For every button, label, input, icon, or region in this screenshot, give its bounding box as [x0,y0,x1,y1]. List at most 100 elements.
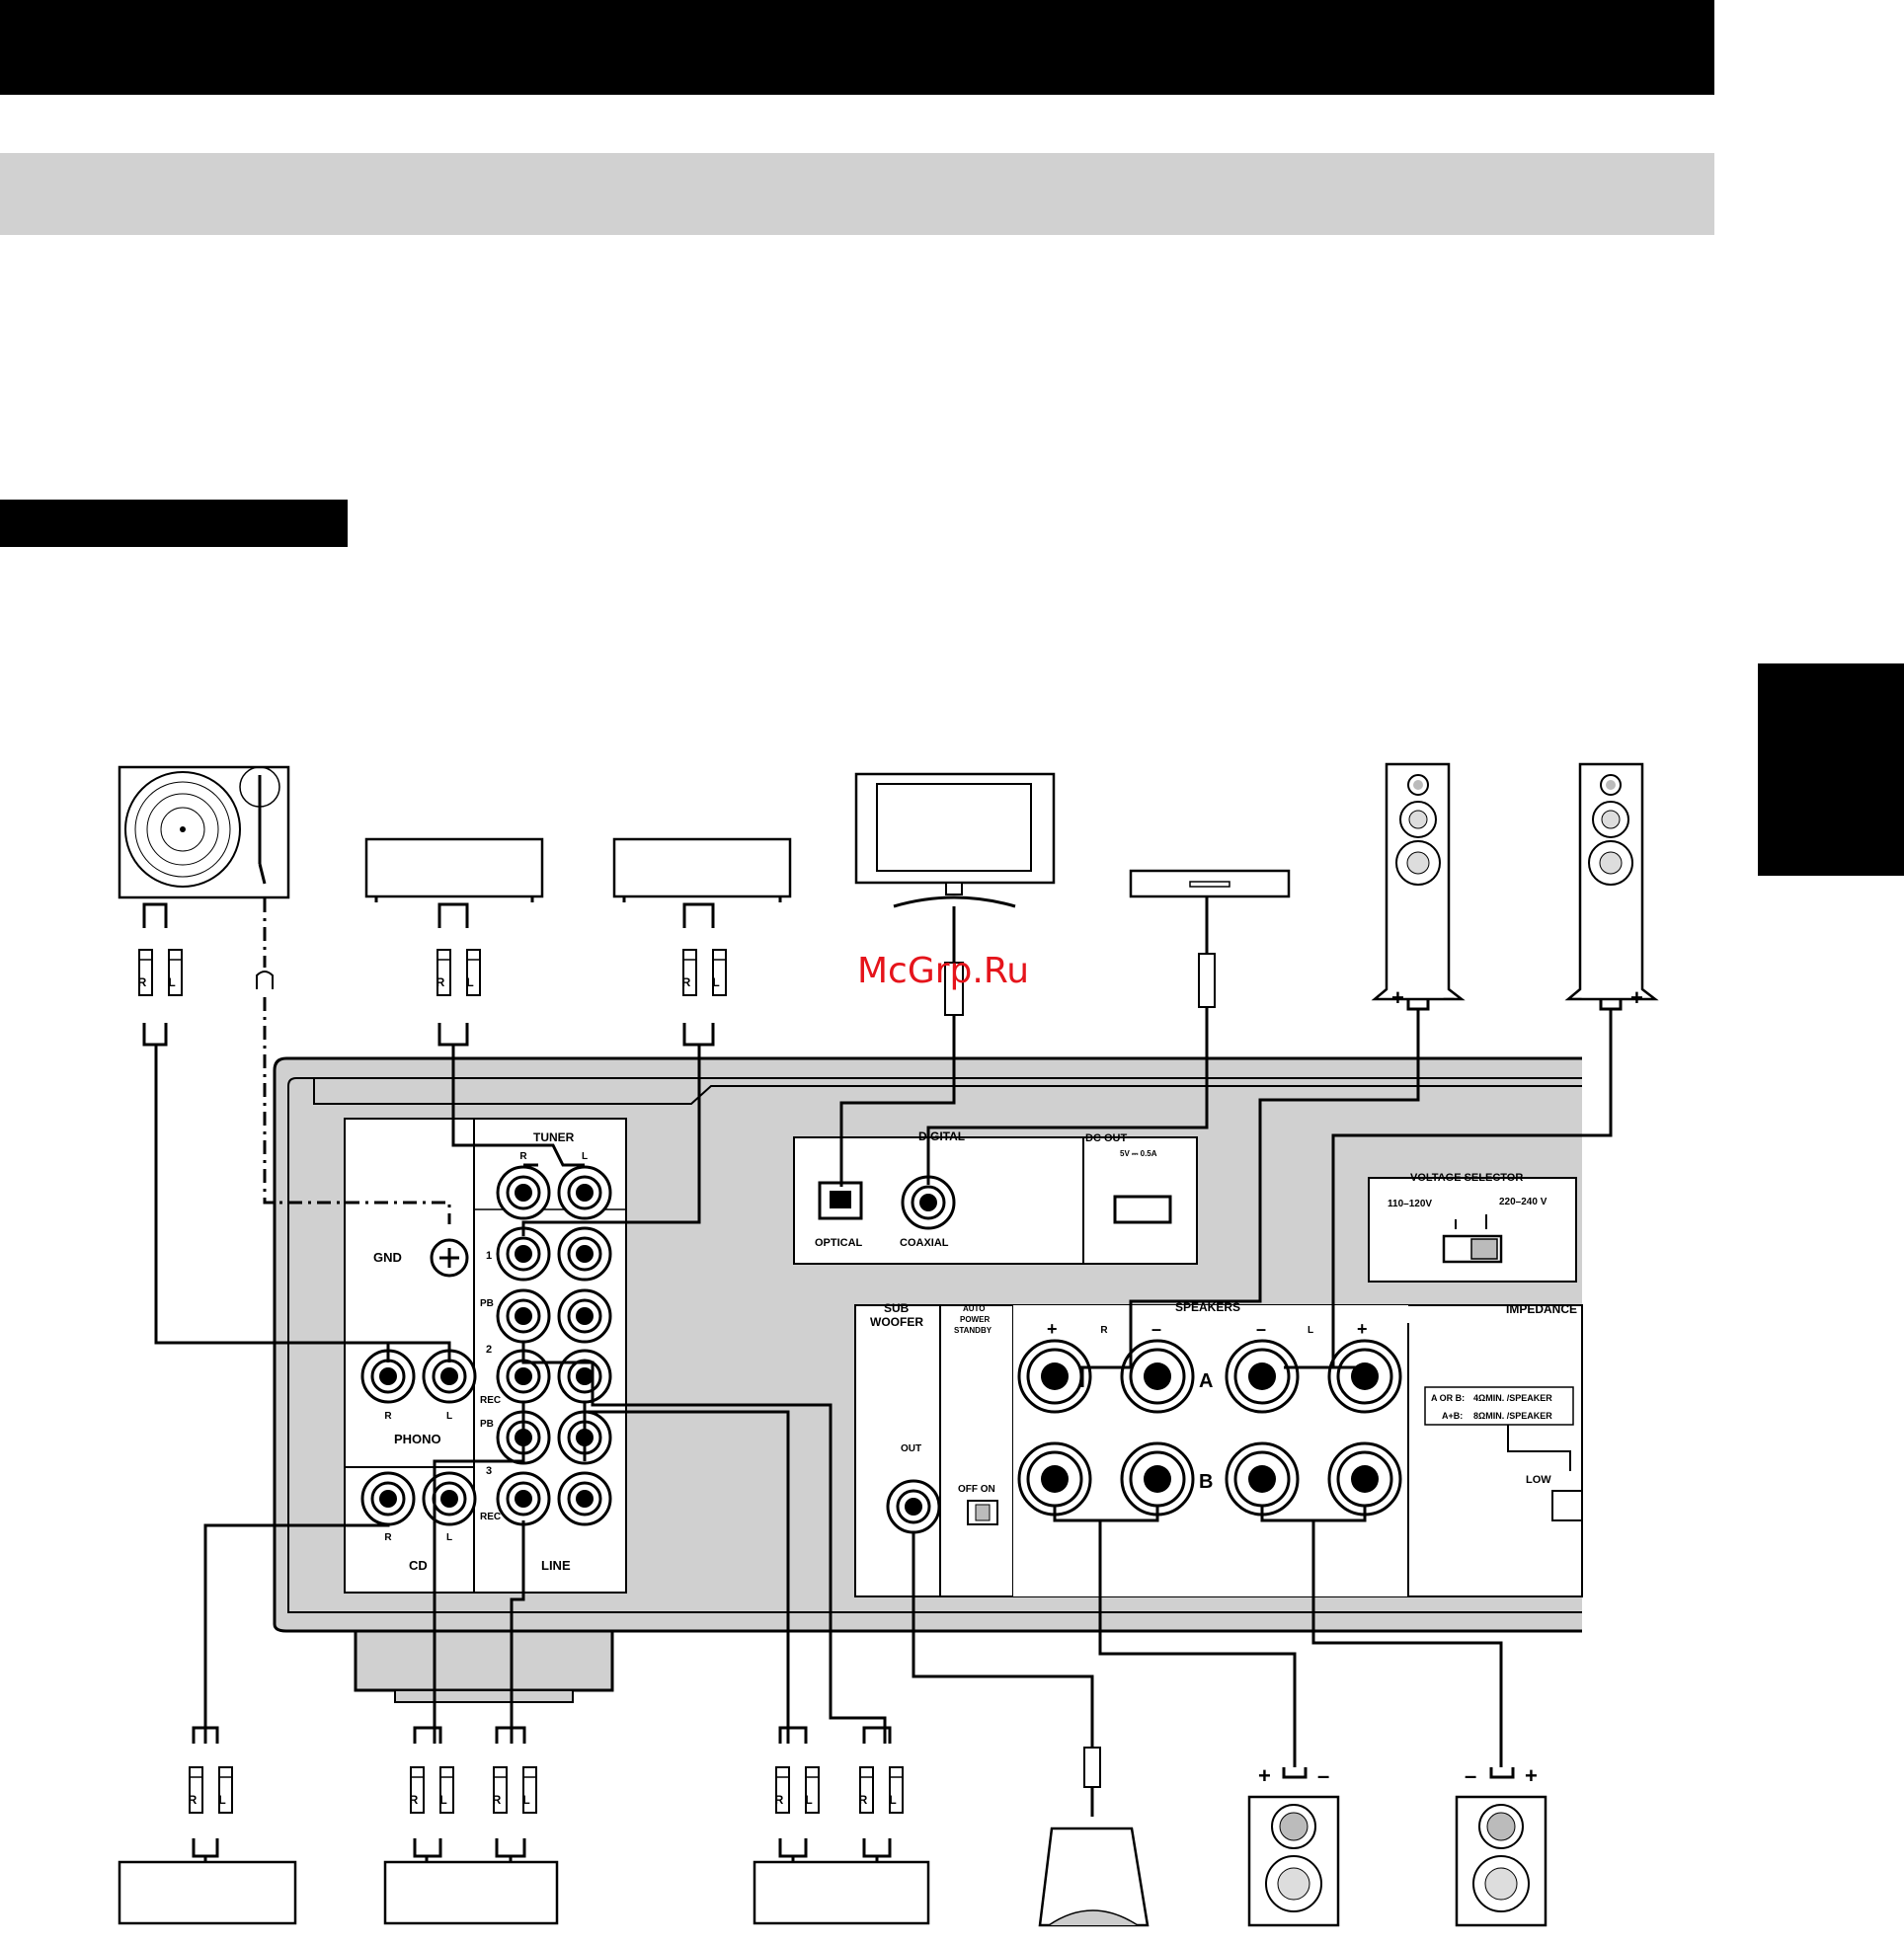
speaker-terminal-b-l-minus[interactable] [1225,1441,1300,1517]
label-woofer: WOOFER [870,1315,923,1329]
label-ar-minus: – [1151,1319,1161,1339]
speaker-terminal-a-r-minus[interactable] [1120,1339,1195,1414]
speaker-terminal-a-l-minus[interactable] [1225,1339,1300,1414]
optical-jack[interactable] [818,1181,863,1220]
jack-cd-r[interactable] [360,1471,416,1526]
spk-fr-minus: – [1443,985,1455,1010]
jack-line3rec-r[interactable] [496,1471,551,1526]
label-sub-out: OUT [901,1443,921,1454]
label-coaxial: COAXIAL [900,1237,949,1249]
svg-text:R: R [410,1793,419,1807]
svg-text:R: R [775,1793,784,1807]
label-low: LOW [1526,1474,1551,1486]
label-standby: STANDBY [954,1326,992,1335]
svg-text:L: L [889,1793,896,1807]
label-line-1: 1 [486,1250,492,1262]
label-impedance: IMPEDANCE [1506,1302,1577,1316]
label-line: LINE [541,1558,571,1573]
label-pb-3: PB [480,1419,494,1430]
label-line-3: 3 [486,1465,492,1477]
label-phono: PHONO [394,1432,441,1446]
rca-plug-line1: R L [682,949,727,996]
svg-text:R: R [859,1793,868,1807]
label-spk-b: B [1199,1471,1213,1493]
jack-tuner-r[interactable] [496,1165,551,1220]
label-ar-plus: + [1047,1319,1058,1339]
rca-plug-line3-pb: R L [859,1766,904,1814]
svg-text:R: R [493,1793,502,1807]
label-cd-r: R [384,1532,392,1543]
subsection-bar [0,500,348,547]
svg-text:L: L [522,1793,529,1807]
gnd-plug-icon [256,971,274,989]
speaker-terminal-a-l-plus[interactable] [1327,1339,1402,1414]
cables [142,896,1623,1862]
spk-sl-plus: + [1525,1763,1538,1788]
speaker-terminal-b-r-plus[interactable] [1017,1441,1092,1517]
spk-sr-minus: – [1317,1763,1329,1788]
jack-line2pb-l[interactable] [557,1288,612,1344]
spk-fr-plus: + [1391,985,1404,1010]
rca-plug-line2-rec: R L [410,1766,454,1814]
label-spk-a: A [1199,1370,1213,1392]
chapter-side-tab [1758,663,1904,876]
jack-subwoofer-out[interactable] [886,1479,941,1534]
label-optical: OPTICAL [815,1237,863,1249]
line1-device-icon [612,837,792,902]
tuner-device-icon [364,837,544,902]
label-cd-l: L [446,1532,452,1543]
label-gnd: GND [373,1250,402,1265]
gnd-terminal-icon[interactable] [430,1238,469,1278]
speaker-terminal-a-r-plus[interactable] [1017,1339,1092,1414]
label-voltage-selector: VOLTAGE SELECTOR [1410,1172,1523,1184]
label-rec-2: REC [480,1395,501,1406]
label-line-2: 2 [486,1344,492,1356]
gnd-wire [263,898,451,1224]
label-al-plus: + [1357,1319,1368,1339]
rca-plug-line3-rec: R L [775,1766,820,1814]
label-cd: CD [409,1558,428,1573]
svg-text:R: R [436,975,445,989]
svg-text:L: L [805,1793,812,1807]
label-pb-2: PB [480,1298,494,1309]
jack-tuner-l[interactable] [557,1165,612,1220]
svg-text:L: L [218,1793,225,1807]
spk-sr-plus: + [1258,1763,1271,1788]
label-imp2-val: 8ΩMIN. /SPEAKER [1473,1411,1552,1421]
speaker-terminal-b-r-minus[interactable] [1120,1441,1195,1517]
rca-plug-cd: R L [189,1766,233,1814]
jack-line1-l[interactable] [557,1226,612,1282]
subwoofer-icon [1038,1827,1150,1927]
svg-text:R: R [138,975,147,989]
label-digital: DIGITAL [918,1129,965,1143]
header-bar [0,0,1714,95]
label-speakers: SPEAKERS [1175,1300,1240,1314]
spk-fl-plus: + [1630,985,1643,1010]
label-imp1-val: 4ΩMIN. /SPEAKER [1473,1393,1552,1403]
jack-line3rec-l[interactable] [557,1471,612,1526]
surround-speaker-right-icon [1247,1795,1340,1927]
label-speaker-l: L [1308,1325,1313,1336]
svg-text:L: L [712,975,719,989]
label-tuner-r: R [519,1151,527,1162]
rca-plug-tuner: R L [436,949,481,996]
jack-line2pb-r[interactable] [496,1288,551,1344]
spk-fl-minus: – [1570,985,1582,1010]
svg-text:L: L [168,975,175,989]
label-phono-l: L [446,1411,452,1422]
surround-speaker-left-icon [1455,1795,1547,1927]
label-volt-high: 220–240 V [1499,1197,1547,1207]
jack-cd-l[interactable] [422,1471,477,1526]
jack-line2rec-l[interactable] [557,1349,612,1404]
section-band [0,153,1714,235]
rca-plug-turntable: R L [138,949,183,996]
coaxial-plug [1198,953,1216,1008]
speaker-terminal-b-l-plus[interactable] [1327,1441,1402,1517]
label-power: POWER [960,1315,990,1324]
connection-diagram: R L R L R L R L R L R L R L R L [118,762,1659,1927]
rca-plug-line2-pb: R L [493,1766,537,1814]
label-auto: AUTO [963,1304,986,1313]
label-al-minus: – [1256,1319,1266,1339]
turntable-icon [118,765,290,899]
label-speaker-r: R [1100,1325,1108,1336]
